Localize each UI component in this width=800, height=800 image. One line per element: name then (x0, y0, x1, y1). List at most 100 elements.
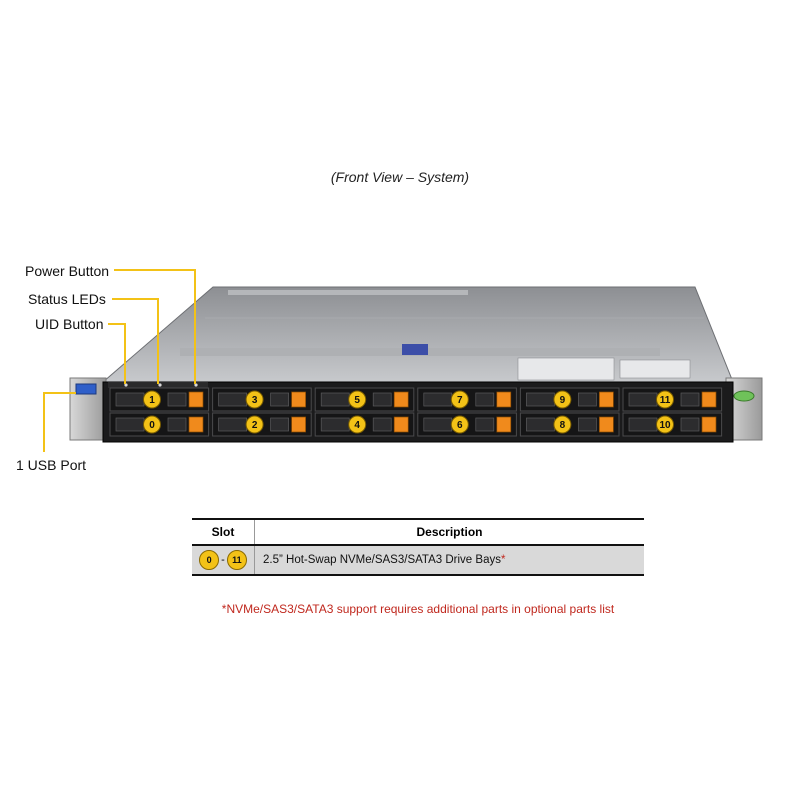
control-panel-strip (108, 382, 208, 388)
tray-handle (423, 392, 453, 407)
status-leds (124, 383, 198, 387)
drive-bay-table: Slot Description 0-11 2.5” Hot-Swap NVMe… (192, 518, 644, 576)
release-latch (291, 391, 306, 408)
bay-number-badge (450, 390, 469, 409)
tray-handle (526, 392, 555, 407)
bay-number-badge (348, 415, 367, 434)
slot-header: Slot (192, 518, 255, 546)
bay-number-label: 4 (354, 420, 360, 431)
release-latch (188, 391, 204, 408)
footnote: *NVMe/SAS3/SATA3 support requires additi… (221, 602, 615, 616)
service-label (517, 357, 615, 381)
release-latch (393, 391, 409, 408)
tray-handle (218, 417, 247, 432)
tray-grip (475, 417, 495, 432)
tray-grip (680, 417, 700, 432)
tray-grip (372, 392, 392, 407)
bay-number-label: 0 (149, 420, 155, 431)
bay-number-label: 7 (457, 395, 463, 406)
description-text: 2.5” Hot-Swap NVMe/SAS3/SATA3 Drive Bays (263, 554, 501, 566)
description-mark: * (500, 554, 506, 566)
tray-handle (320, 392, 350, 407)
tray-grip (578, 417, 597, 432)
drive-bay[interactable]: 6 (417, 412, 517, 437)
usb-port-label: 1 USB Port (16, 457, 87, 473)
bay-number-badge (348, 390, 367, 409)
uid-button-label: UID Button (35, 316, 104, 332)
bay-number-label: 8 (560, 420, 566, 431)
bay-number-badge (450, 415, 469, 434)
slot-range: 0-11 (192, 545, 255, 576)
tray-grip (167, 392, 187, 407)
uid-button-leader (108, 323, 126, 384)
tray-handle (628, 392, 658, 407)
slot-to-badge: 11 (226, 550, 247, 570)
server-front-view: 1 3 5 7 9 11 0 2 4 6 8 10 (43, 269, 763, 452)
drive-bay[interactable]: 7 (417, 387, 517, 412)
power-button-label: Power Button (25, 263, 110, 279)
bay-number-label: 9 (560, 395, 566, 406)
usb-port-leader (43, 392, 76, 452)
slot-separator: - (221, 554, 225, 566)
drive-bays: 1 3 5 7 9 11 0 2 4 6 8 10 (109, 387, 723, 437)
bay-number-badge (143, 390, 161, 409)
release-latch (393, 416, 409, 433)
drive-bay[interactable]: 11 (622, 387, 723, 412)
release-latch (496, 416, 512, 433)
drive-bay[interactable]: 5 (314, 387, 415, 412)
release-latch (599, 391, 614, 408)
release-latch (701, 416, 717, 433)
table-row: 0-11 2.5” Hot-Swap NVMe/SAS3/SATA3 Drive… (192, 545, 644, 576)
tray-handle (218, 392, 247, 407)
bay-number-label: 1 (149, 395, 155, 406)
bay-number-label: 10 (659, 420, 671, 431)
release-latch (496, 391, 512, 408)
usb-port (75, 383, 97, 395)
top-connector (402, 344, 428, 355)
tray-handle (320, 417, 350, 432)
bay-number-badge (553, 415, 572, 434)
bay-number-badge (656, 415, 674, 434)
release-latch (291, 416, 306, 433)
callout-lines (43, 269, 196, 452)
drive-bay[interactable]: 3 (212, 387, 312, 412)
tray-handle (526, 417, 555, 432)
top-label-strip (228, 290, 468, 295)
bay-number-label: 11 (660, 395, 671, 406)
service-label-2 (619, 359, 691, 379)
tray-handle (115, 417, 145, 432)
tray-grip (270, 417, 289, 432)
description-header: Description (254, 518, 644, 546)
bay-number-label: 3 (252, 395, 258, 406)
tray-grip (578, 392, 597, 407)
drive-bay[interactable]: 1 (109, 387, 210, 412)
drive-bay[interactable]: 4 (314, 412, 415, 437)
bay-number-label: 2 (252, 420, 258, 431)
slot-from-badge: 0 (199, 550, 220, 570)
slot-description: 2.5” Hot-Swap NVMe/SAS3/SATA3 Drive Bays… (254, 545, 644, 576)
left-rack-ear (69, 377, 107, 441)
release-latch (701, 391, 717, 408)
tray-grip (372, 417, 392, 432)
bay-number-label: 6 (457, 420, 463, 431)
bay-number-badge (245, 390, 264, 409)
tray-handle (115, 392, 145, 407)
drive-bay[interactable]: 8 (519, 412, 620, 437)
tray-grip (475, 392, 495, 407)
drive-bay[interactable]: 9 (519, 387, 620, 412)
tray-handle (423, 417, 453, 432)
tray-handle (628, 417, 658, 432)
tray-grip (270, 392, 289, 407)
drive-bay[interactable]: 10 (622, 412, 723, 437)
bay-number-label: 5 (354, 395, 360, 406)
bay-number-badge (553, 390, 572, 409)
release-latch (599, 416, 614, 433)
drive-bay[interactable]: 0 (109, 412, 210, 437)
release-latch (188, 416, 204, 433)
bay-number-badge (245, 415, 264, 434)
bay-number-badge (656, 390, 674, 409)
tray-grip (167, 417, 187, 432)
bay-number-badge (143, 415, 161, 434)
status-leds-label: Status LEDs (28, 291, 106, 307)
drive-bay[interactable]: 2 (212, 412, 312, 437)
